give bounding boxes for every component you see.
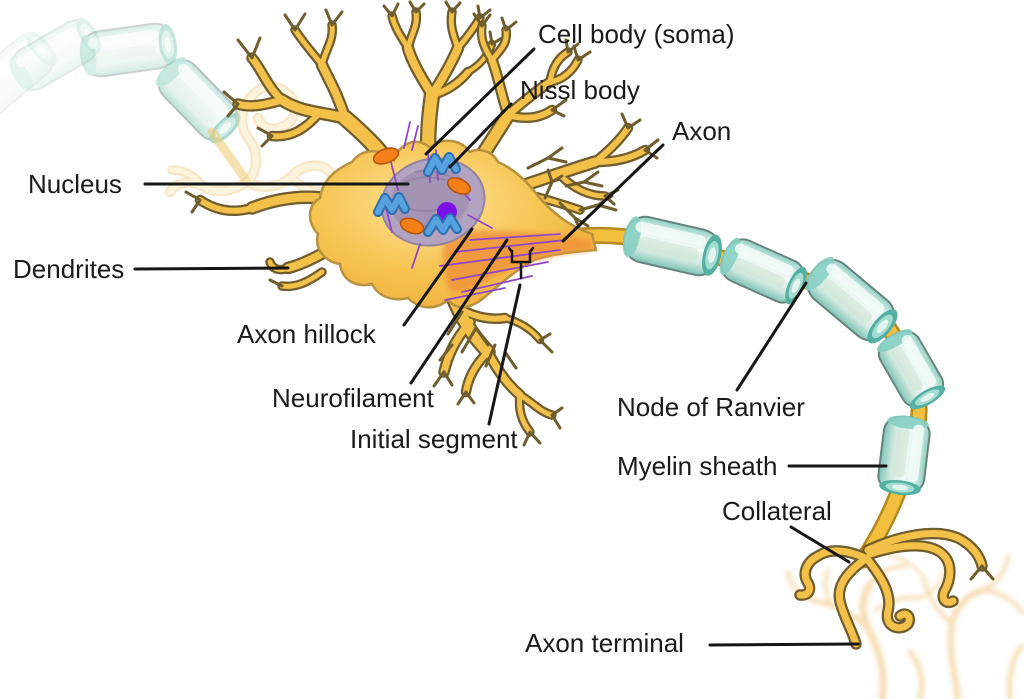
leader-axon — [561, 143, 665, 243]
dendrite-twigs-left — [184, 190, 284, 288]
dendrite-twigs-top — [382, 0, 504, 46]
leader-dendrites — [133, 266, 290, 271]
leader-axon-hillock — [402, 227, 474, 327]
leader-axon-terminal — [708, 642, 860, 647]
myelin-segment — [871, 323, 952, 416]
leader-collateral — [789, 525, 851, 564]
label-node-of-ranvier: Node of Ranvier — [617, 392, 805, 422]
dendrite-twigs-below-soma — [432, 310, 564, 447]
axon-terminal-twigs — [969, 564, 995, 581]
dendrite-tree-top — [387, 7, 497, 159]
ghost-axon — [207, 127, 252, 187]
label-dendrites: Dendrites — [13, 254, 125, 284]
ghost-upstream-myelinated-axon — [0, 11, 252, 187]
label-collateral: Collateral — [722, 496, 832, 526]
label-nucleus: Nucleus — [28, 169, 122, 199]
label-initial-segment: Initial segment — [350, 424, 518, 454]
leader-cell-body — [424, 47, 536, 156]
dendrite-twigs-upper-left — [222, 8, 344, 148]
leader-neurofilament — [409, 238, 509, 385]
myelin-segment — [618, 211, 727, 281]
leader-nissl-body — [448, 102, 513, 169]
leader-lines — [133, 47, 888, 647]
nissl-bodies — [373, 152, 462, 237]
label-axon: Axon — [672, 116, 732, 146]
dendrite-tree-upper-right — [470, 21, 583, 170]
dendrite-twigs-upper-right — [472, 12, 592, 118]
mitochondria — [372, 147, 472, 235]
label-axon-terminal: Axon terminal — [525, 628, 684, 658]
axon-terminal-branches — [794, 527, 988, 650]
label-axon-hillock: Axon hillock — [237, 319, 376, 349]
dendrite-tree-right — [518, 122, 651, 215]
initial-segment-bracket — [507, 246, 535, 280]
leader-initial-segment — [487, 283, 522, 426]
label-myelin-sheath: Myelin sheath — [617, 451, 778, 481]
label-nissl-body: Nissl body — [520, 75, 640, 105]
label-cell-body: Cell body (soma) — [538, 19, 735, 49]
myelin-segment — [875, 412, 933, 499]
leader-node-of-ranvier — [735, 281, 808, 392]
label-neurofilament: Neurofilament — [272, 383, 434, 413]
